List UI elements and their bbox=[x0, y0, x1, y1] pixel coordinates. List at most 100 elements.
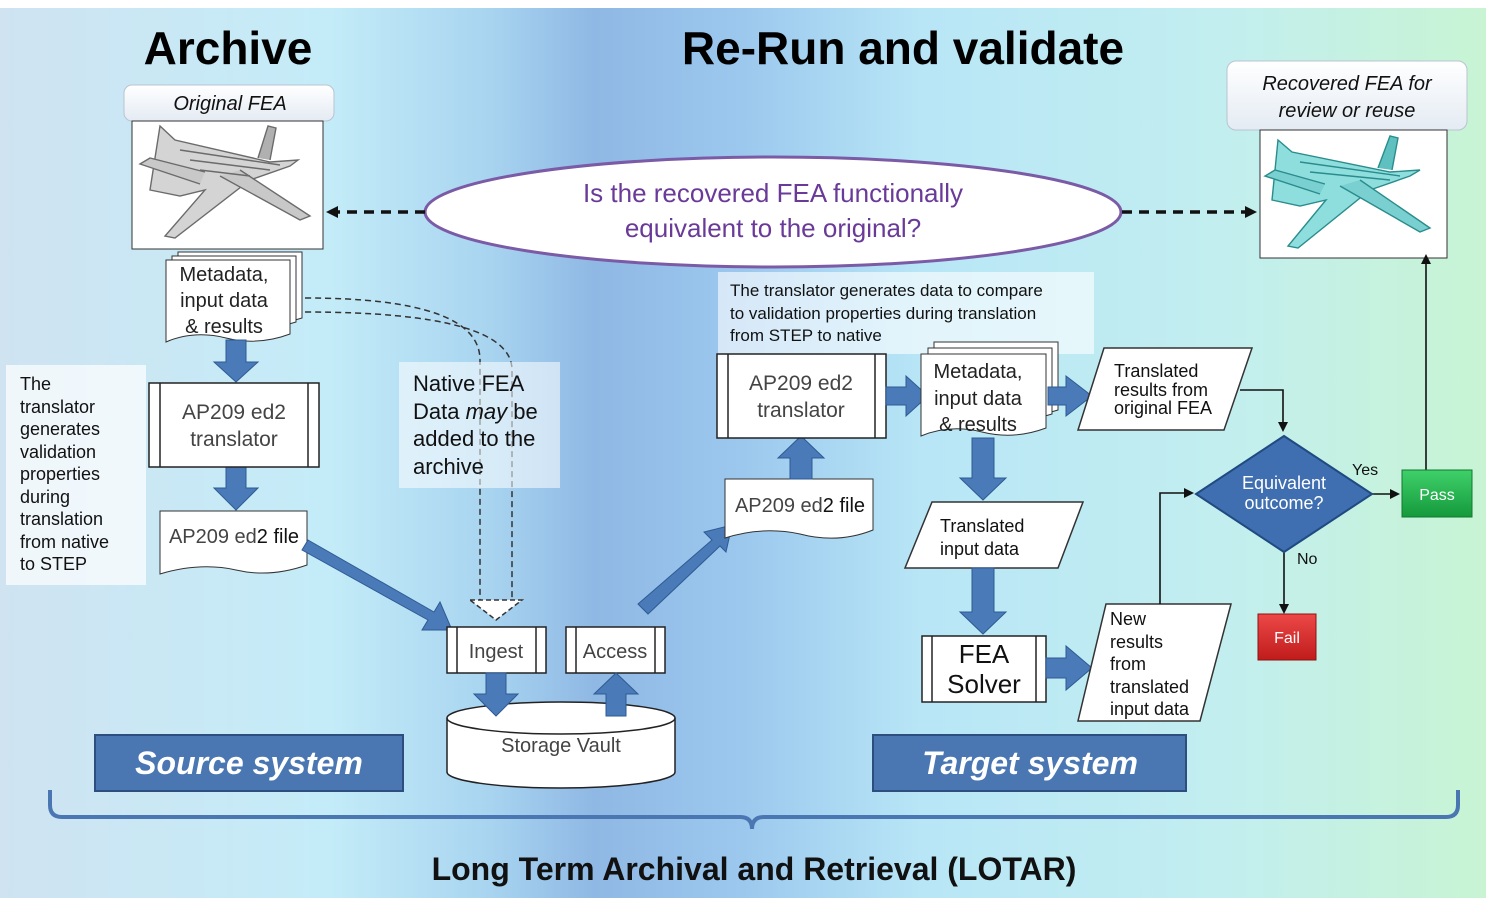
translator-right-line2: translator bbox=[757, 399, 845, 422]
left-note-line: properties bbox=[20, 464, 100, 484]
metadata-right-line1: Metadata, bbox=[934, 361, 1023, 383]
decision-line1: Equivalent bbox=[1242, 473, 1326, 493]
metadata-document-right bbox=[920, 341, 1059, 437]
translator-right-box bbox=[716, 353, 887, 439]
translator-left-box bbox=[148, 382, 320, 468]
new-results-shape bbox=[1077, 603, 1232, 722]
metadata-left-line1: Metadata, bbox=[180, 264, 269, 286]
new-results-text: New results from translated input data bbox=[1110, 609, 1190, 719]
arrow-access-to-file bbox=[637, 524, 733, 615]
translated-results-line3: original FEA bbox=[1114, 398, 1212, 418]
arrow-metadata-to-results bbox=[1047, 374, 1093, 418]
yes-label: Yes bbox=[1352, 462, 1378, 479]
storage-vault-label: Storage Vault bbox=[501, 735, 621, 757]
pass-label: Pass bbox=[1419, 487, 1455, 504]
target-system-label: Target system bbox=[922, 745, 1138, 781]
target-system-box bbox=[872, 734, 1187, 792]
metadata-document-left bbox=[165, 251, 303, 343]
left-note-line: to STEP bbox=[20, 554, 87, 574]
translator-left-line1: AP209 ed2 bbox=[182, 401, 286, 424]
fea-solver-box bbox=[921, 635, 1047, 703]
fea-solver-line2: Solver bbox=[947, 669, 1021, 699]
connector-new-results-to-decision bbox=[1159, 488, 1194, 604]
translated-results-shape bbox=[1076, 347, 1254, 431]
translator-right-line1: AP209 ed2 bbox=[749, 372, 853, 395]
translated-input-line2: input data bbox=[940, 539, 1020, 559]
new-results-line: translated bbox=[1110, 677, 1189, 697]
metadata-left-line2: input data bbox=[180, 290, 269, 312]
native-path-outer bbox=[304, 297, 481, 600]
original-airplane-icon bbox=[138, 124, 312, 239]
native-note-line1: Native FEA bbox=[413, 371, 525, 396]
native-note-line3: added to the bbox=[413, 426, 535, 451]
left-note-line: during bbox=[20, 487, 70, 507]
new-results-line: input data bbox=[1110, 699, 1190, 719]
metadata-right-line3: & results bbox=[939, 414, 1017, 436]
left-note-line: validation bbox=[20, 442, 96, 462]
recovered-airplane-icon bbox=[1263, 135, 1432, 249]
native-path-arrowhead bbox=[467, 599, 525, 621]
ingest-box bbox=[446, 626, 547, 674]
metadata-right-line2: input data bbox=[934, 388, 1023, 410]
left-translator-note-text: The translator generates validation prop… bbox=[20, 374, 109, 574]
translated-results-line2: results from bbox=[1114, 380, 1208, 400]
right-note-line2: to validation properties during translat… bbox=[730, 304, 1036, 323]
original-fea-label: Original FEA bbox=[173, 93, 286, 115]
translator-left-line2: translator bbox=[190, 428, 278, 451]
file-right-doc bbox=[724, 478, 874, 539]
left-note-line: generates bbox=[20, 419, 100, 439]
access-box bbox=[565, 626, 666, 674]
no-label: No bbox=[1297, 551, 1318, 568]
native-fea-note bbox=[399, 362, 560, 488]
question-line2: equivalent to the original? bbox=[625, 213, 921, 243]
fea-solver-line1: FEA bbox=[959, 639, 1010, 669]
footer-title: Long Term Archival and Retrieval (LOTAR) bbox=[432, 851, 1077, 887]
left-note-line: from native bbox=[20, 532, 109, 552]
arrow-ingest-to-vault bbox=[472, 672, 520, 717]
new-results-line: New bbox=[1110, 609, 1147, 629]
new-results-line: results bbox=[1110, 632, 1163, 652]
file-left-doc bbox=[159, 510, 308, 575]
arrow-metadata-to-translator bbox=[212, 339, 260, 383]
metadata-left-line3: & results bbox=[185, 316, 263, 338]
lotar-bracket bbox=[48, 790, 1460, 830]
ingest-label: Ingest bbox=[469, 641, 524, 663]
left-note-line: translation bbox=[20, 509, 103, 529]
source-system-label: Source system bbox=[135, 745, 363, 781]
question-line1: Is the recovered FEA functionally bbox=[583, 178, 963, 208]
recovered-line1: Recovered FEA for bbox=[1262, 73, 1433, 95]
source-system-box bbox=[94, 734, 404, 792]
arrow-input-to-solver bbox=[958, 567, 1008, 635]
arrow-solver-to-results bbox=[1045, 644, 1093, 692]
question-ellipse bbox=[423, 155, 1123, 269]
translated-results-line1: Translated bbox=[1114, 361, 1198, 381]
left-note-line: The bbox=[20, 374, 51, 394]
translated-input-line1: Translated bbox=[940, 516, 1024, 536]
rerun-heading: Re-Run and validate bbox=[682, 22, 1124, 74]
file-right-label: AP209 ed2 file bbox=[735, 495, 865, 517]
native-note-line4: archive bbox=[413, 454, 484, 479]
right-note-line1: The translator generates data to compare bbox=[730, 281, 1043, 300]
arrow-translator-to-file bbox=[212, 466, 260, 511]
right-translator-note bbox=[718, 272, 1094, 354]
recovered-line2: review or reuse bbox=[1279, 100, 1416, 122]
left-translator-note bbox=[6, 365, 146, 585]
pass-box bbox=[1401, 469, 1473, 518]
arrow-file-to-translator bbox=[776, 435, 826, 480]
arrow-metadata-to-input bbox=[958, 437, 1008, 501]
archive-heading: Archive bbox=[144, 22, 313, 74]
translated-input-shape bbox=[903, 501, 1085, 569]
decision-line2: outcome? bbox=[1244, 493, 1323, 513]
new-results-line: from bbox=[1110, 654, 1146, 674]
file-left-label: AP209 ed2 file bbox=[169, 526, 299, 548]
access-label: Access bbox=[583, 641, 647, 663]
arrow-file-to-ingest bbox=[301, 539, 453, 631]
left-note-line: translator bbox=[20, 397, 95, 417]
decision-diamond bbox=[1194, 434, 1374, 554]
arrow-translator-to-metadata bbox=[885, 374, 929, 418]
native-path-inner bbox=[304, 311, 513, 600]
arrow-vault-to-access bbox=[592, 672, 640, 717]
right-note-line3: from STEP to native bbox=[730, 326, 882, 345]
fail-box bbox=[1257, 613, 1317, 661]
